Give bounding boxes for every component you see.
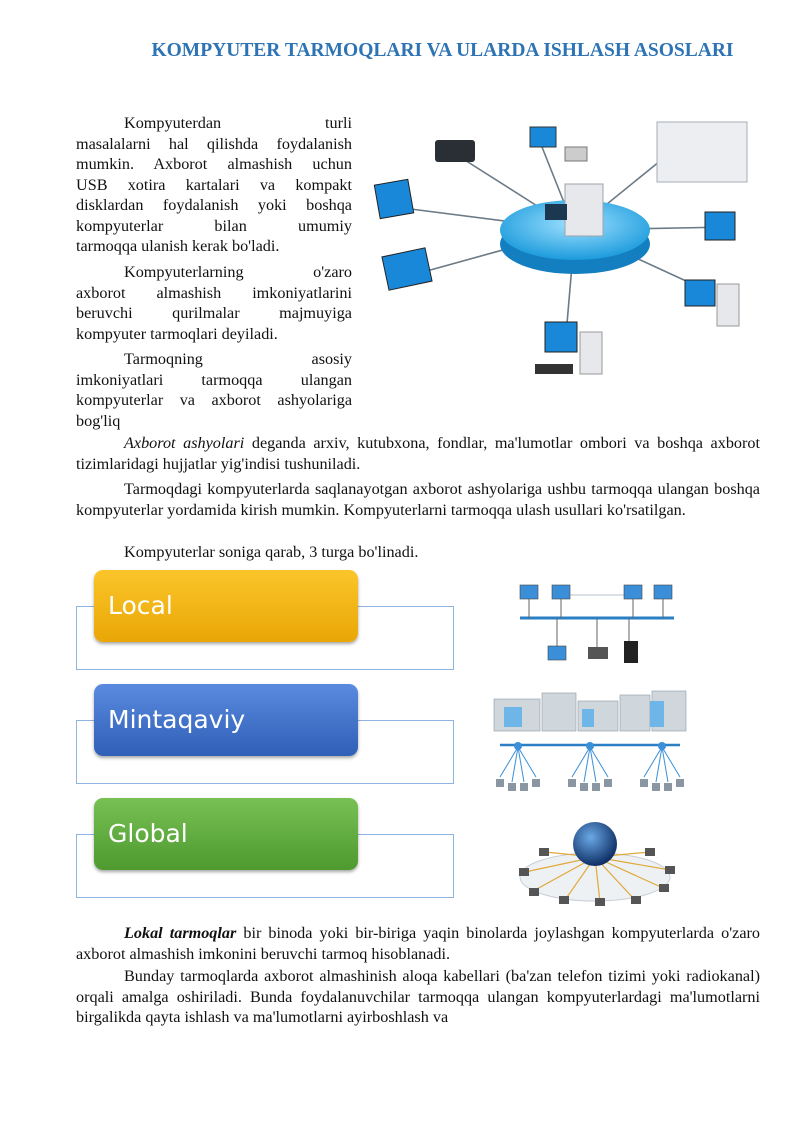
text-line: Tarmoqning asosiy	[124, 350, 352, 368]
local-network-image	[519, 584, 674, 663]
paragraph-4: Axborot ashyolari deganda arxiv, kutubxo…	[76, 433, 760, 474]
paragraph-6: Kompyuterlar soniga qarab, 3 turga bo'li…	[124, 543, 419, 561]
italic-term: Axborot ashyolari	[124, 434, 245, 452]
paragraph-5: Tarmoqdagi kompyuterlarda saqlanayotgan …	[76, 480, 760, 519]
text-line: beruvchi qurilmalar majmuyiga	[76, 304, 352, 322]
page-title: KOMPYUTER TARMOQLARI VA ULARDA ISHLASH A…	[151, 40, 734, 61]
paragraph-text: bir binoda yoki bir-biriga yaqin binolar…	[76, 924, 761, 963]
bold-term: Lokal tarmoqlar	[124, 924, 237, 942]
paragraph-3: Tarmoqning asosiy imkoniyatlari tarmoqqa…	[76, 349, 352, 431]
paragraph-7: Lokal tarmoqlar bir binoda yoki bir-biri…	[76, 923, 760, 964]
text-line: Kompyuterdan turli	[124, 114, 352, 132]
regional-network-image	[493, 690, 687, 791]
text-line: bog'liq	[76, 411, 121, 430]
network-star-image	[373, 121, 748, 375]
type-local: Local	[94, 570, 358, 642]
text-line: USB xotira kartalari va kompakt	[76, 175, 352, 194]
text-line: kompyuter tarmoqlari deyiladi.	[76, 324, 278, 343]
paragraph-1: Kompyuterdan turli masalalarni hal qilis…	[76, 113, 352, 257]
text-line: axborot almashish imkoniyatlarini	[76, 283, 352, 302]
text-line: mumkin. Axborot almashish uchun	[76, 155, 352, 173]
text-line: disklardan foydalanish yoki boshqa	[76, 196, 352, 214]
paragraph-text: deganda arxiv, kutubxona, fondlar, ma'lu…	[76, 434, 760, 473]
text-line: imkoniyatlari tarmoqqa ulangan	[76, 370, 352, 389]
text-line: tarmoqqa ulanish kerak bo'ladi.	[76, 237, 280, 255]
type-global: Global	[94, 798, 358, 870]
type-regional: Mintaqaviy	[94, 684, 358, 756]
text-line: masalalarni hal qilishda foydalanish	[76, 134, 352, 153]
global-network-image	[519, 822, 675, 906]
paragraph-8: Bunday tarmoqlarda axborot almashinish a…	[76, 967, 760, 1026]
paragraph-2: Kompyuterlarning o'zaro axborot almashis…	[76, 262, 352, 344]
text-line: kompyuterlar va axborot ashyolariga	[76, 391, 352, 409]
text-line: kompyuterlar bilan umumiy	[76, 216, 352, 235]
text-line: Kompyuterlarning o'zaro	[124, 263, 352, 281]
